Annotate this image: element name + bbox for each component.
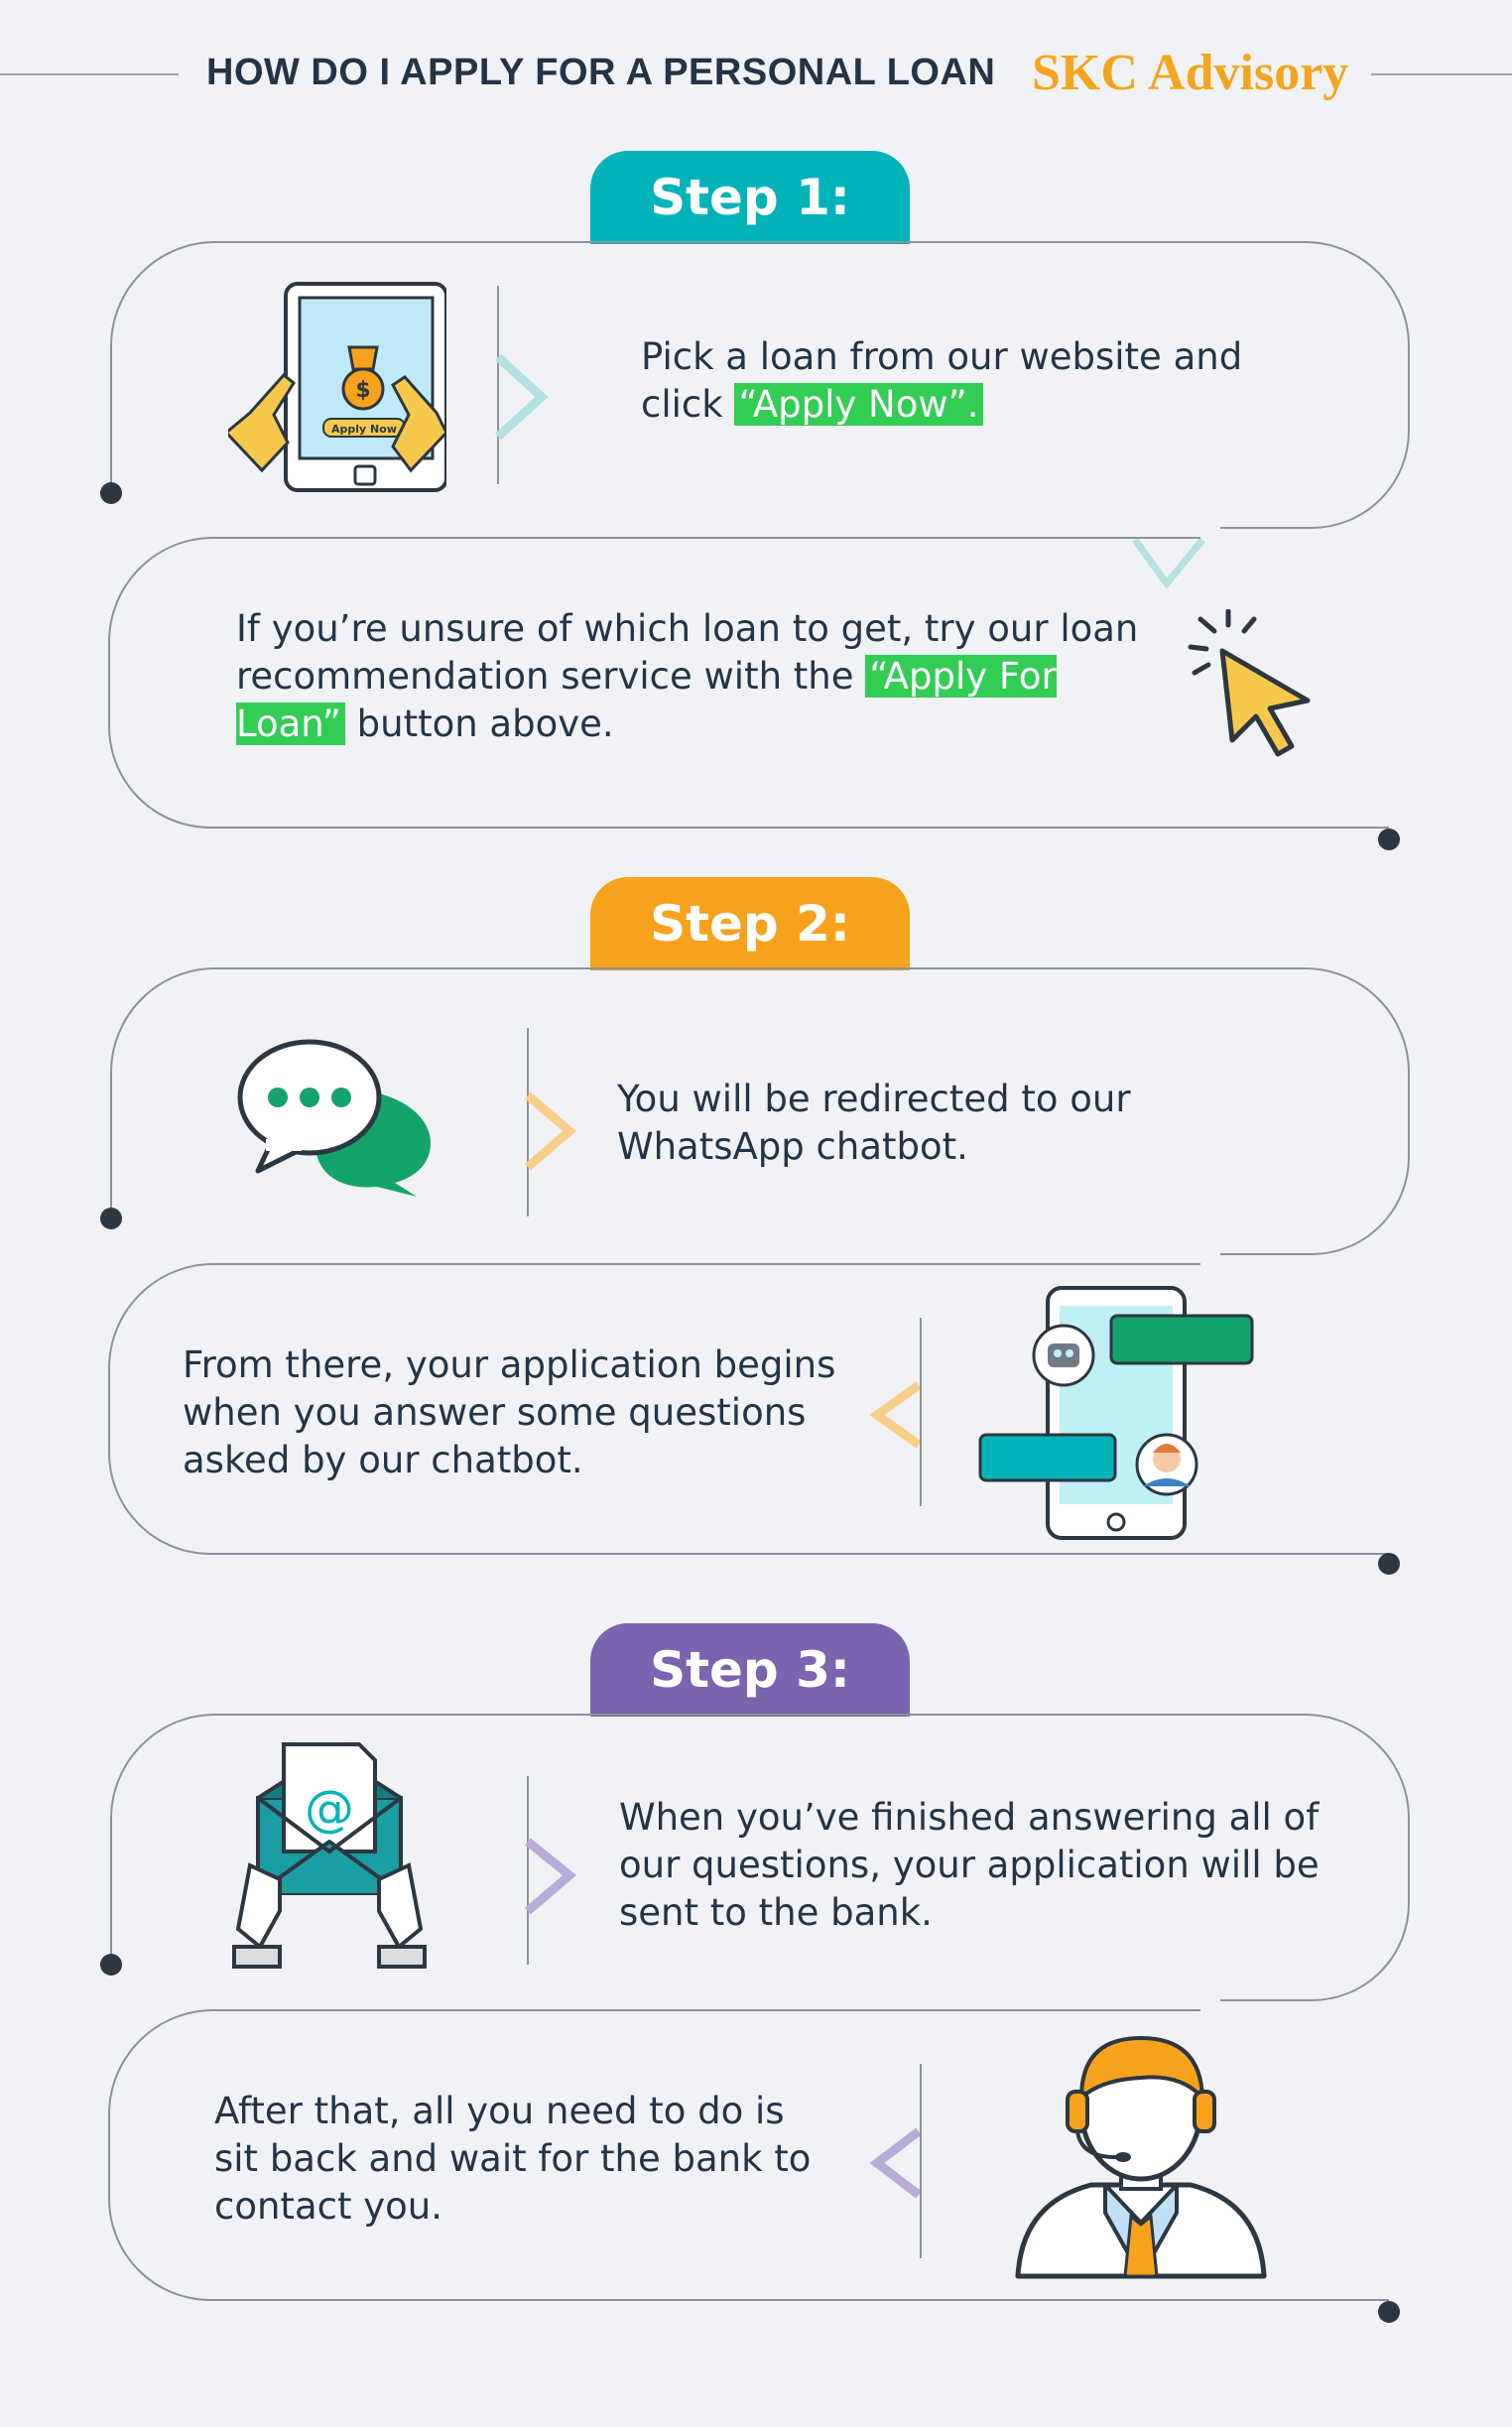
step-1-card-1-text: Pick a loan from our website and click “… (641, 335, 1243, 426)
step-2-card-1: You will be redirected to our WhatsApp c… (99, 967, 1419, 1266)
brand-logo: SKC Advisory (1032, 45, 1349, 101)
svg-text:@: @ (305, 1780, 354, 1838)
svg-text:Apply Now: Apply Now (331, 423, 397, 436)
divider-arrow-icon (494, 286, 549, 484)
card-frame (100, 241, 1410, 529)
step-1-tab: Step 1: (590, 151, 910, 244)
header-divider-left (0, 73, 179, 75)
divider-arrow-icon (525, 1776, 577, 1965)
step-2-card-2-text: From there, your application begins when… (183, 1343, 836, 1481)
email-envelope-icon: @ (230, 1742, 429, 1971)
card-frame (100, 967, 1410, 1255)
header: HOW DO I APPLY FOR A PERSONAL LOAN SKC A… (0, 0, 1512, 149)
step-3-card-1: @ When you’ve finished answering all of … (99, 1714, 1419, 2012)
step-2-card-1-text: You will be redirected to our WhatsApp c… (617, 1078, 1131, 1168)
support-agent-icon (1012, 2034, 1270, 2280)
card-frame (108, 1263, 1400, 1575)
divider-arrow-icon (525, 1028, 576, 1216)
step-1-card-1: $ Apply Now Pick a loan from our website… (99, 241, 1419, 540)
chat-bubbles-icon (236, 1030, 435, 1199)
divider-arrow-icon (869, 2064, 922, 2258)
step-2-tab: Step 2: (590, 877, 910, 970)
card-frame (108, 537, 1400, 850)
card-frame (108, 2009, 1400, 2323)
step-3-card-2-text: After that, all you need to do is sit ba… (214, 2090, 812, 2228)
apply-now-highlight: “Apply Now”. (734, 383, 983, 426)
page-title: HOW DO I APPLY FOR A PERSONAL LOAN (206, 52, 996, 93)
connector-arrow-icon (1132, 537, 1205, 589)
step-3-card-1-text: When you’ve finished answering all of ou… (619, 1796, 1320, 1934)
cursor-click-icon (1187, 608, 1325, 758)
header-divider-right (1371, 73, 1512, 75)
step-3-card-2: After that, all you need to do is sit ba… (99, 2008, 1419, 2326)
step-1-card-2-text: If you’re unsure of which loan to get, t… (236, 607, 1139, 745)
svg-text:$: $ (355, 378, 370, 403)
step-3-tab: Step 3: (590, 1623, 910, 1717)
step-1-card-2: If you’re unsure of which loan to get, t… (99, 536, 1419, 853)
tablet-apply-icon: $ Apply Now (223, 280, 448, 498)
card-frame (100, 1714, 1410, 2001)
phone-chat-icon (978, 1286, 1266, 1544)
step-2-card-2: From there, your application begins when… (99, 1262, 1419, 1580)
divider-arrow-icon (869, 1318, 922, 1506)
